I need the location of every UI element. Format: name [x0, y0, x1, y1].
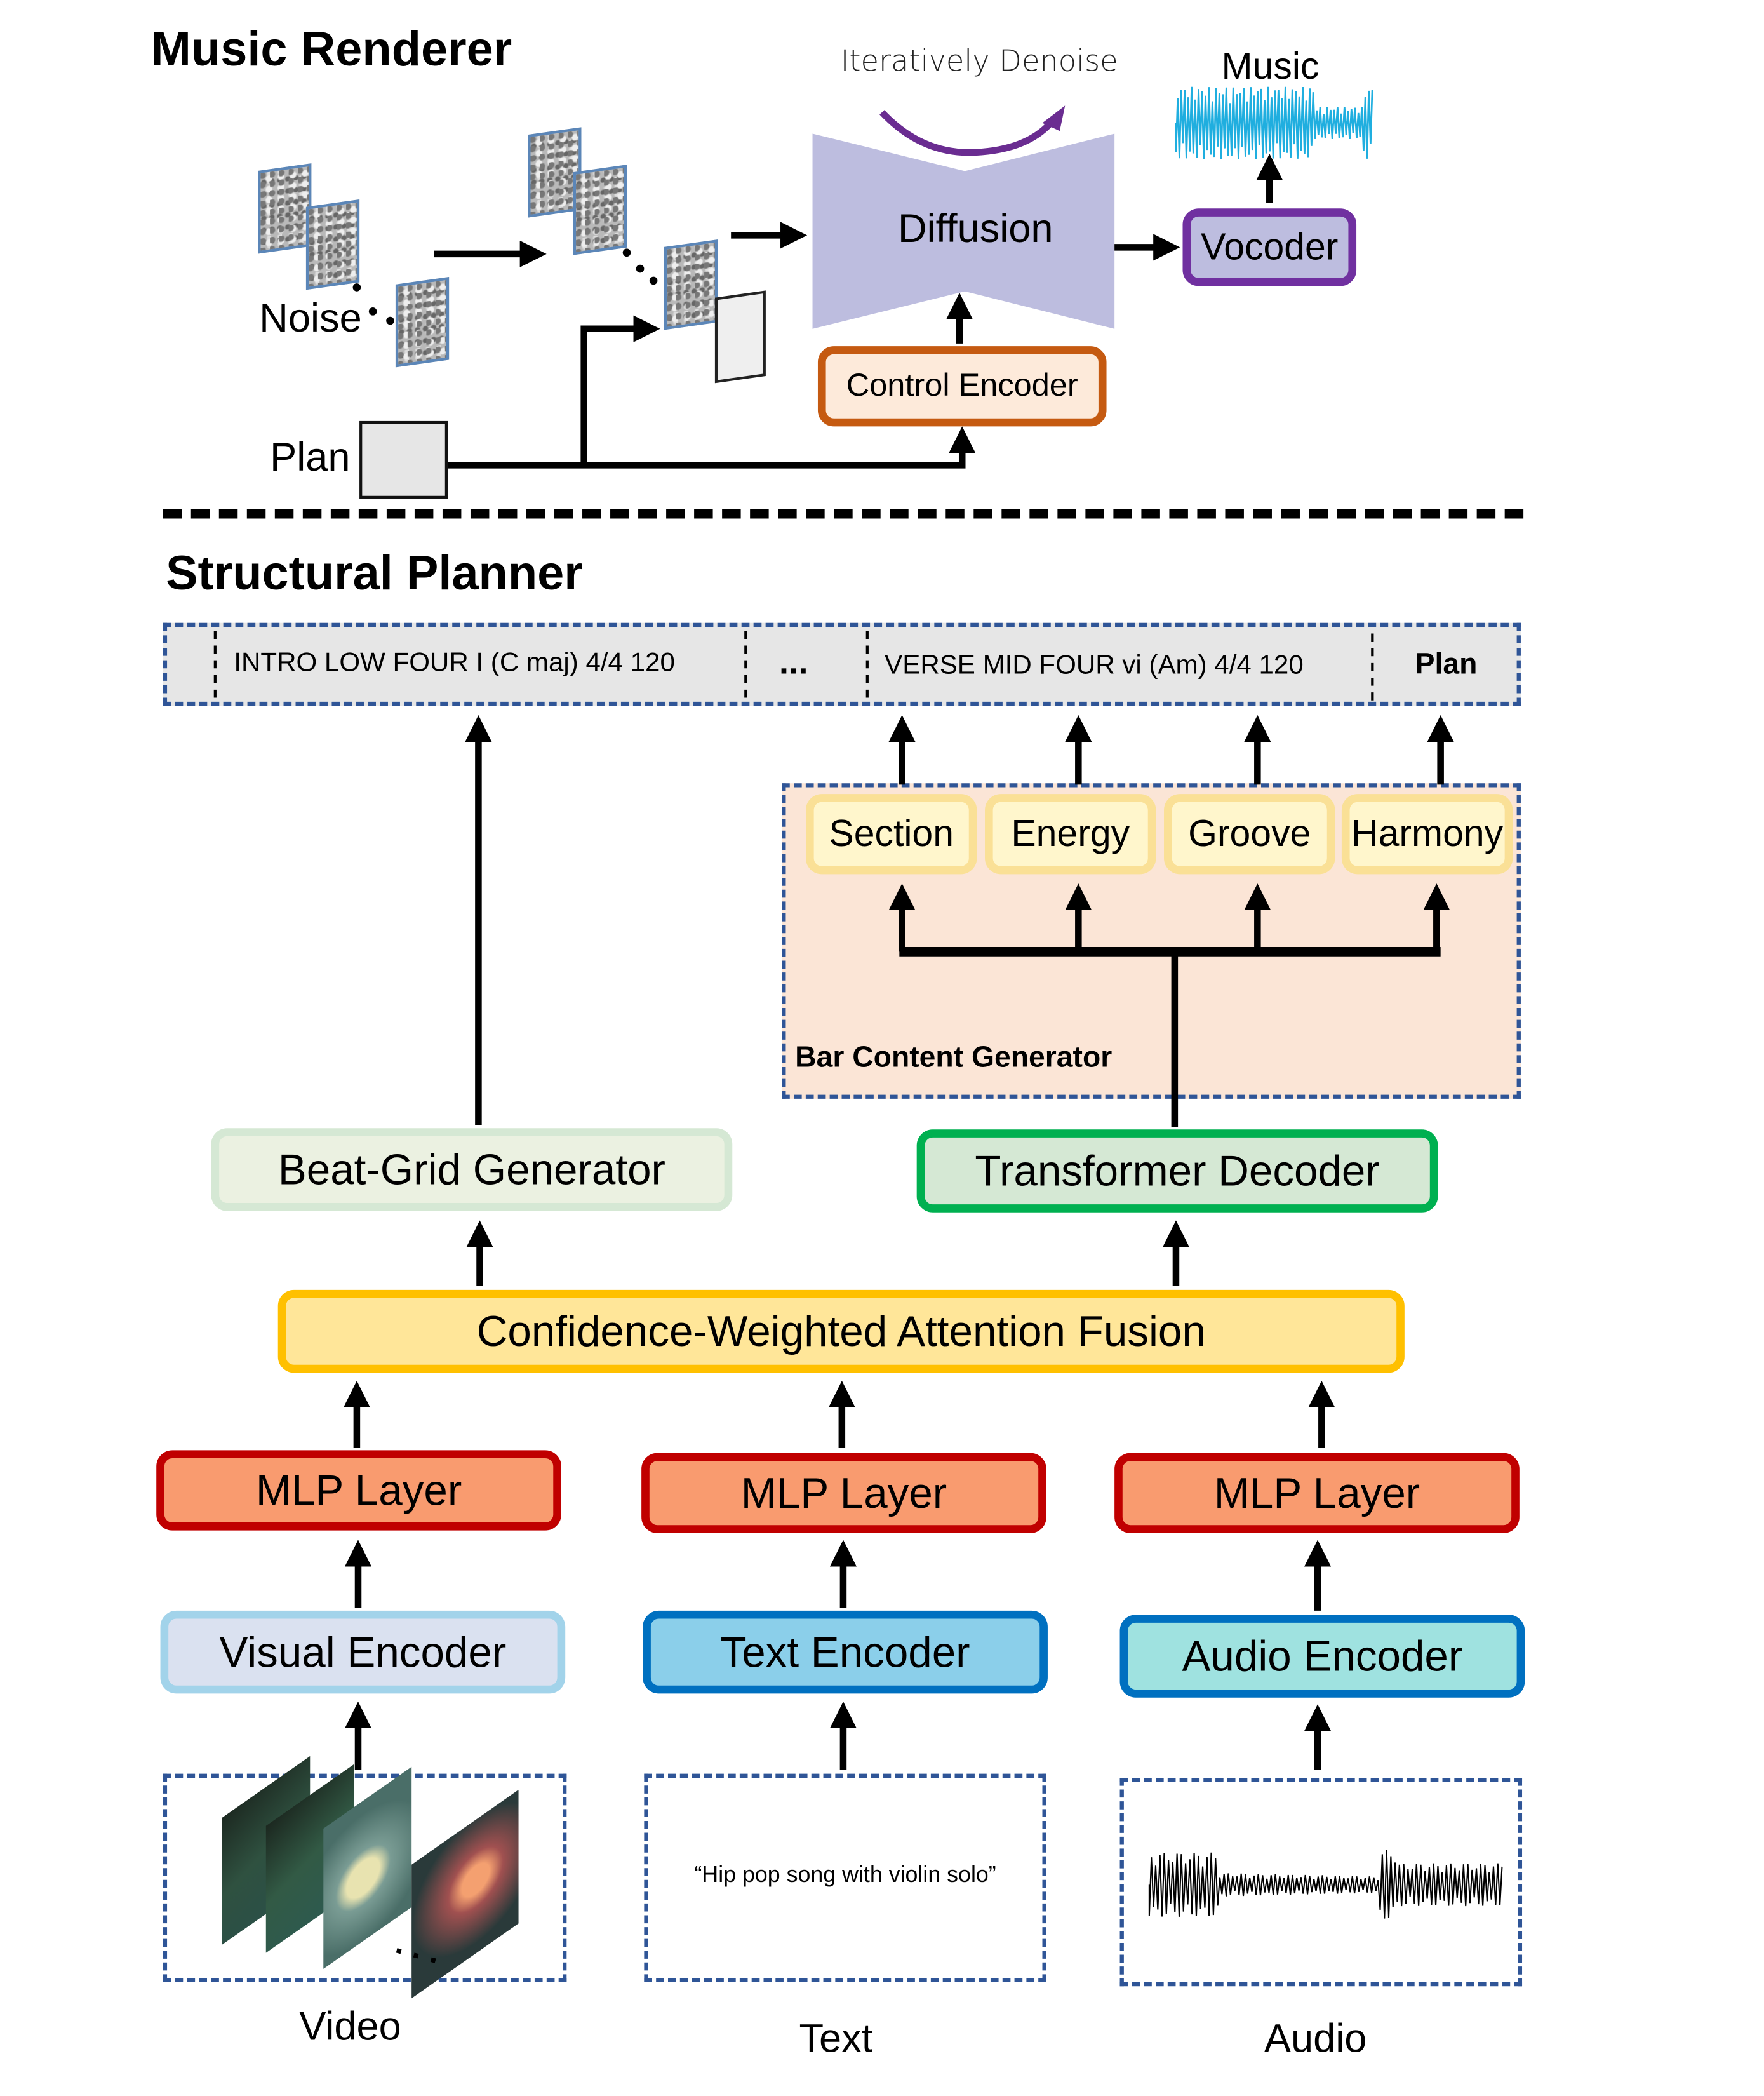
- audio-input-box: [1119, 1777, 1523, 1987]
- beat-grid-generator-block: Beat-Grid Generator: [211, 1128, 733, 1211]
- vocoder-block: Vocoder: [1182, 208, 1357, 286]
- diffusion-label: Diffusion: [898, 207, 1053, 252]
- structural-planner-title: Structural Planner: [165, 545, 583, 600]
- visual-encoder-block: Visual Encoder: [160, 1610, 566, 1694]
- transformer-decoder-block: Transformer Decoder: [916, 1129, 1438, 1213]
- mlp-layer-visual: MLP Layer: [156, 1450, 561, 1531]
- plan-segment-2: VERSE MID FOUR vi (Am) 4/4 120: [885, 650, 1304, 681]
- head-energy: Energy: [985, 794, 1156, 875]
- attention-fusion-block: Confidence-Weighted Attention Fusion: [277, 1289, 1405, 1373]
- text-prompt: “Hip pop song with violin solo”: [694, 1862, 996, 1888]
- arrow-plan-to-control: [448, 426, 976, 469]
- token-separator: [744, 631, 747, 698]
- music-renderer-title: Music Renderer: [150, 21, 512, 76]
- audio-encoder-block: Audio Encoder: [1119, 1615, 1525, 1698]
- token-separator: [1371, 633, 1374, 701]
- head-groove: Groove: [1164, 794, 1335, 875]
- plan-strip: [163, 622, 1521, 706]
- head-section: Section: [806, 794, 977, 875]
- arrow-plan-to-latent: [580, 315, 660, 466]
- text-label: Text: [799, 2017, 873, 2062]
- plan-segment-1: INTRO LOW FOUR I (C maj) 4/4 120: [234, 648, 675, 678]
- text-input-box: [644, 1773, 1046, 1982]
- bar-content-generator-label: Bar Content Generator: [795, 1040, 1113, 1073]
- video-input-box: [163, 1773, 567, 1982]
- plan-ellipsis: ...: [778, 642, 808, 682]
- token-separator: [865, 631, 869, 698]
- token-separator: [213, 631, 217, 698]
- audio-label: Audio: [1264, 2017, 1367, 2062]
- section-divider: [163, 509, 1524, 519]
- plan-strip-label: Plan: [1415, 647, 1478, 681]
- plan-label: Plan: [270, 436, 351, 480]
- plan-box: [359, 420, 448, 499]
- text-encoder-block: Text Encoder: [643, 1610, 1048, 1694]
- music-label: Music: [1221, 45, 1320, 87]
- noise-label: Noise: [259, 297, 362, 341]
- control-encoder-block: Control Encoder: [817, 346, 1107, 427]
- video-label: Video: [299, 2005, 401, 2050]
- waveform-path: [1148, 1850, 1503, 1919]
- mlp-layer-audio: MLP Layer: [1114, 1453, 1520, 1533]
- mlp-layer-text: MLP Layer: [641, 1453, 1046, 1533]
- head-harmony: Harmony: [1341, 794, 1513, 875]
- iteratively-denoise-label: Iteratively Denoise: [840, 45, 1118, 79]
